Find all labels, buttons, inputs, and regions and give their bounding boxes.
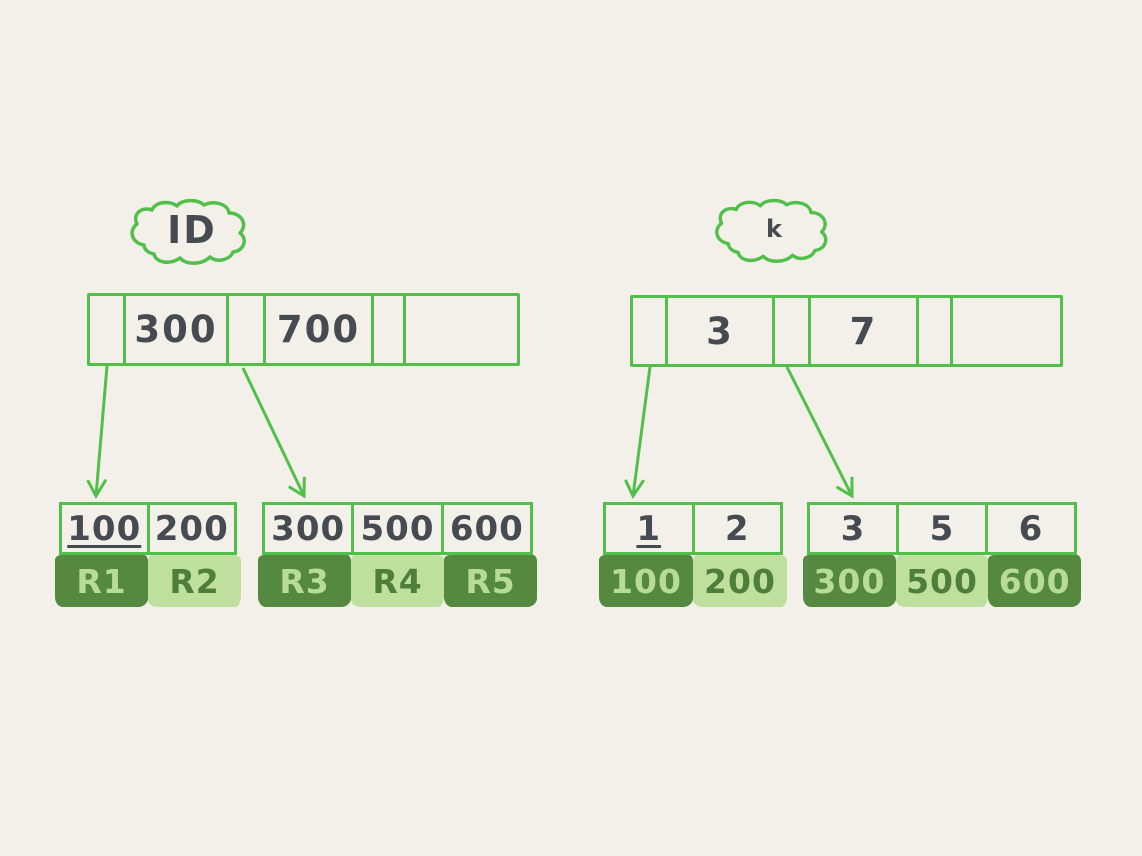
k-leaf-node-1: 1 2 100 200 — [599, 502, 787, 607]
id-root-node: 300 700 — [87, 293, 520, 366]
id-cloud-label: ID — [167, 208, 217, 252]
root-pointer-cell — [633, 298, 665, 364]
record-block: R3 — [258, 555, 351, 607]
leaf-key-cell: 3 — [840, 508, 866, 549]
id-cloud: ID — [122, 196, 262, 268]
root-key-cell: 700 — [263, 296, 371, 363]
record-block: 500 — [895, 555, 989, 607]
root-empty-cell — [403, 296, 517, 363]
record-block: 600 — [988, 555, 1082, 607]
root-key-cell: 3 — [665, 298, 772, 364]
root-key-cell: 300 — [123, 296, 226, 363]
leaf-key-row: 100 200 — [59, 502, 237, 555]
k-root-node: 3 7 — [630, 295, 1063, 367]
leaf-key-row: 300 500 600 — [262, 502, 533, 555]
leaf-record-row: 100 200 — [599, 555, 787, 607]
record-block: R5 — [444, 555, 537, 607]
root-key-cell: 7 — [808, 298, 916, 364]
k-cloud-label: k — [766, 215, 784, 243]
leaf-key-row: 1 2 — [603, 502, 783, 555]
arrow-k-root-to-leaf1 — [624, 366, 652, 500]
record-block: 200 — [693, 555, 787, 607]
record-block: R2 — [148, 555, 241, 607]
leaf-key-cell: 6 — [985, 505, 1074, 552]
leaf-key-cell: 100 — [67, 508, 142, 549]
record-block: 100 — [599, 555, 693, 607]
record-block: R1 — [55, 555, 148, 607]
arrow-id-root-to-leaf1 — [86, 365, 109, 500]
leaf-record-row: R1 R2 — [55, 555, 241, 607]
k-leaf-node-2: 3 5 6 300 500 600 — [803, 502, 1082, 607]
root-pointer-cell — [90, 296, 123, 363]
id-leaf-node-2: 300 500 600 R3 R4 R5 — [258, 502, 537, 607]
root-pointer-cell — [916, 298, 950, 364]
cloud-icon — [130, 198, 246, 265]
leaf-key-cell: 5 — [896, 505, 985, 552]
leaf-key-cell: 2 — [691, 505, 781, 552]
root-pointer-cell — [772, 298, 808, 364]
leaf-key-cell: 600 — [440, 505, 530, 552]
leaf-key-cell: 1 — [636, 508, 662, 549]
leaf-record-row: R3 R4 R5 — [258, 555, 537, 607]
root-empty-cell — [950, 298, 1060, 364]
root-pointer-cell — [371, 296, 403, 363]
record-block: R4 — [351, 555, 444, 607]
leaf-key-cell: 300 — [271, 508, 346, 549]
id-leaf-node-1: 100 200 R1 R2 — [55, 502, 241, 607]
leaf-record-row: 300 500 600 — [803, 555, 1082, 607]
k-cloud: k — [707, 197, 843, 265]
leaf-key-row: 3 5 6 — [807, 502, 1077, 555]
arrow-id-root-to-leaf2 — [241, 367, 306, 499]
record-block: 300 — [803, 555, 896, 607]
leaf-key-cell: 500 — [351, 505, 440, 552]
cloud-icon — [715, 198, 828, 263]
root-pointer-cell — [226, 296, 263, 363]
leaf-key-cell: 200 — [146, 505, 235, 552]
arrow-k-root-to-leaf2 — [785, 366, 854, 499]
